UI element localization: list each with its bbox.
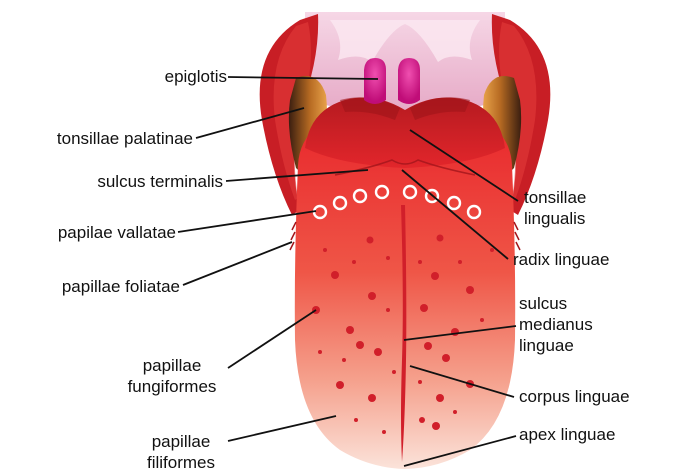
label-papillae-fungiformes: papillae fungiformes (117, 355, 227, 397)
papilla-dot (418, 380, 422, 384)
epiglottis-right-lobe (398, 58, 420, 104)
papilla-dot (420, 304, 428, 312)
papilla-dot (432, 422, 440, 430)
papilla-dot (424, 342, 432, 350)
papilla-dot (386, 308, 390, 312)
epiglottis-left-lobe (364, 58, 386, 104)
papilla-dot (367, 237, 374, 244)
papilla-dot (431, 272, 439, 280)
papilla-dot (382, 430, 386, 434)
label-papillae-foliatae: papillae foliatae (62, 276, 180, 297)
papilla-dot (436, 394, 444, 402)
label-papillae-filiformes: papillae filiformes (126, 431, 236, 473)
foliate-papillae-right (514, 222, 520, 250)
papilla-dot (418, 260, 422, 264)
papilla-dot (368, 394, 376, 402)
papilla-dot (490, 248, 494, 252)
papilla-dot (336, 381, 344, 389)
papilla-dot (392, 370, 396, 374)
papilla-dot (354, 418, 358, 422)
papilla-dot (437, 235, 444, 242)
papilla-dot (331, 271, 339, 279)
papilla-dot (442, 354, 450, 362)
papilla-dot (466, 286, 474, 294)
label-tonsillae-lingualis: tonsillae lingualis (524, 187, 586, 229)
label-radix-linguae: radix linguae (513, 249, 609, 270)
label-sulcus-medianus-linguae: sulcus medianus linguae (519, 293, 593, 356)
papilla-dot (458, 260, 462, 264)
label-tonsillae-palatinae: tonsillae palatinae (57, 128, 193, 149)
papilla-dot (419, 417, 425, 423)
papilla-dot (346, 326, 354, 334)
label-corpus-linguae: corpus linguae (519, 386, 630, 407)
label-papilae-vallatae: papilae vallatae (58, 222, 176, 243)
papilla-dot (480, 318, 484, 322)
papilla-dot (318, 350, 322, 354)
label-sulcus-terminalis: sulcus terminalis (97, 171, 223, 192)
foliate-papillae-left (290, 222, 296, 250)
papilla-dot (352, 260, 356, 264)
papilla-dot (368, 292, 376, 300)
papilla-dot (342, 358, 346, 362)
papilla-dot (453, 410, 457, 414)
papilla-dot (374, 348, 382, 356)
papilla-dot (323, 248, 327, 252)
label-epiglotis: epiglotis (165, 66, 227, 87)
papilla-dot (386, 256, 390, 260)
leader-papillae-foliatae (183, 242, 292, 285)
papilla-dot (356, 341, 364, 349)
leader-papilae-vallatae (178, 211, 316, 232)
label-apex-linguae: apex linguae (519, 424, 615, 445)
